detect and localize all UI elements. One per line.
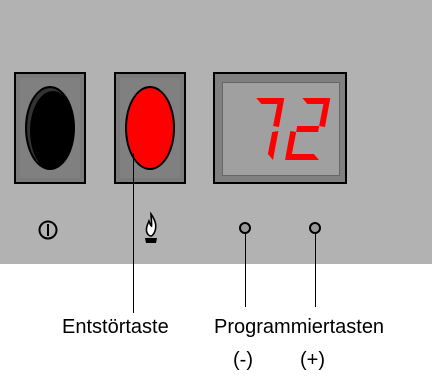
minus-callout-line [245,233,246,307]
program-keys-label: Programmiertasten [214,316,385,338]
display-screen: 72 [222,82,340,176]
digit-1-segment-g [296,126,320,132]
power-button-cap[interactable] [25,86,75,170]
plus-label: (+) [300,349,325,371]
flame-icon [145,211,157,243]
minus-label: (-) [233,349,253,371]
digital-display: 72 [213,72,347,184]
reset-label: Entstörtaste [62,316,169,338]
display-digits: 72 [256,98,331,160]
digit-0-segment-a [256,98,285,104]
plus-callout-line [315,233,316,307]
reset-button[interactable] [114,72,186,184]
digit-1-segment-a [302,98,331,104]
control-panel: 72 [0,0,432,264]
digit-1-segment-d [285,154,319,160]
power-icon [38,220,58,240]
digit-0-segment-c [267,131,279,160]
power-button[interactable] [14,72,86,184]
digit-0-segment-b [273,98,285,127]
digit-1-segment-b [319,98,331,127]
reset-callout-line [133,153,134,313]
digit-1-segment-e [285,131,297,160]
